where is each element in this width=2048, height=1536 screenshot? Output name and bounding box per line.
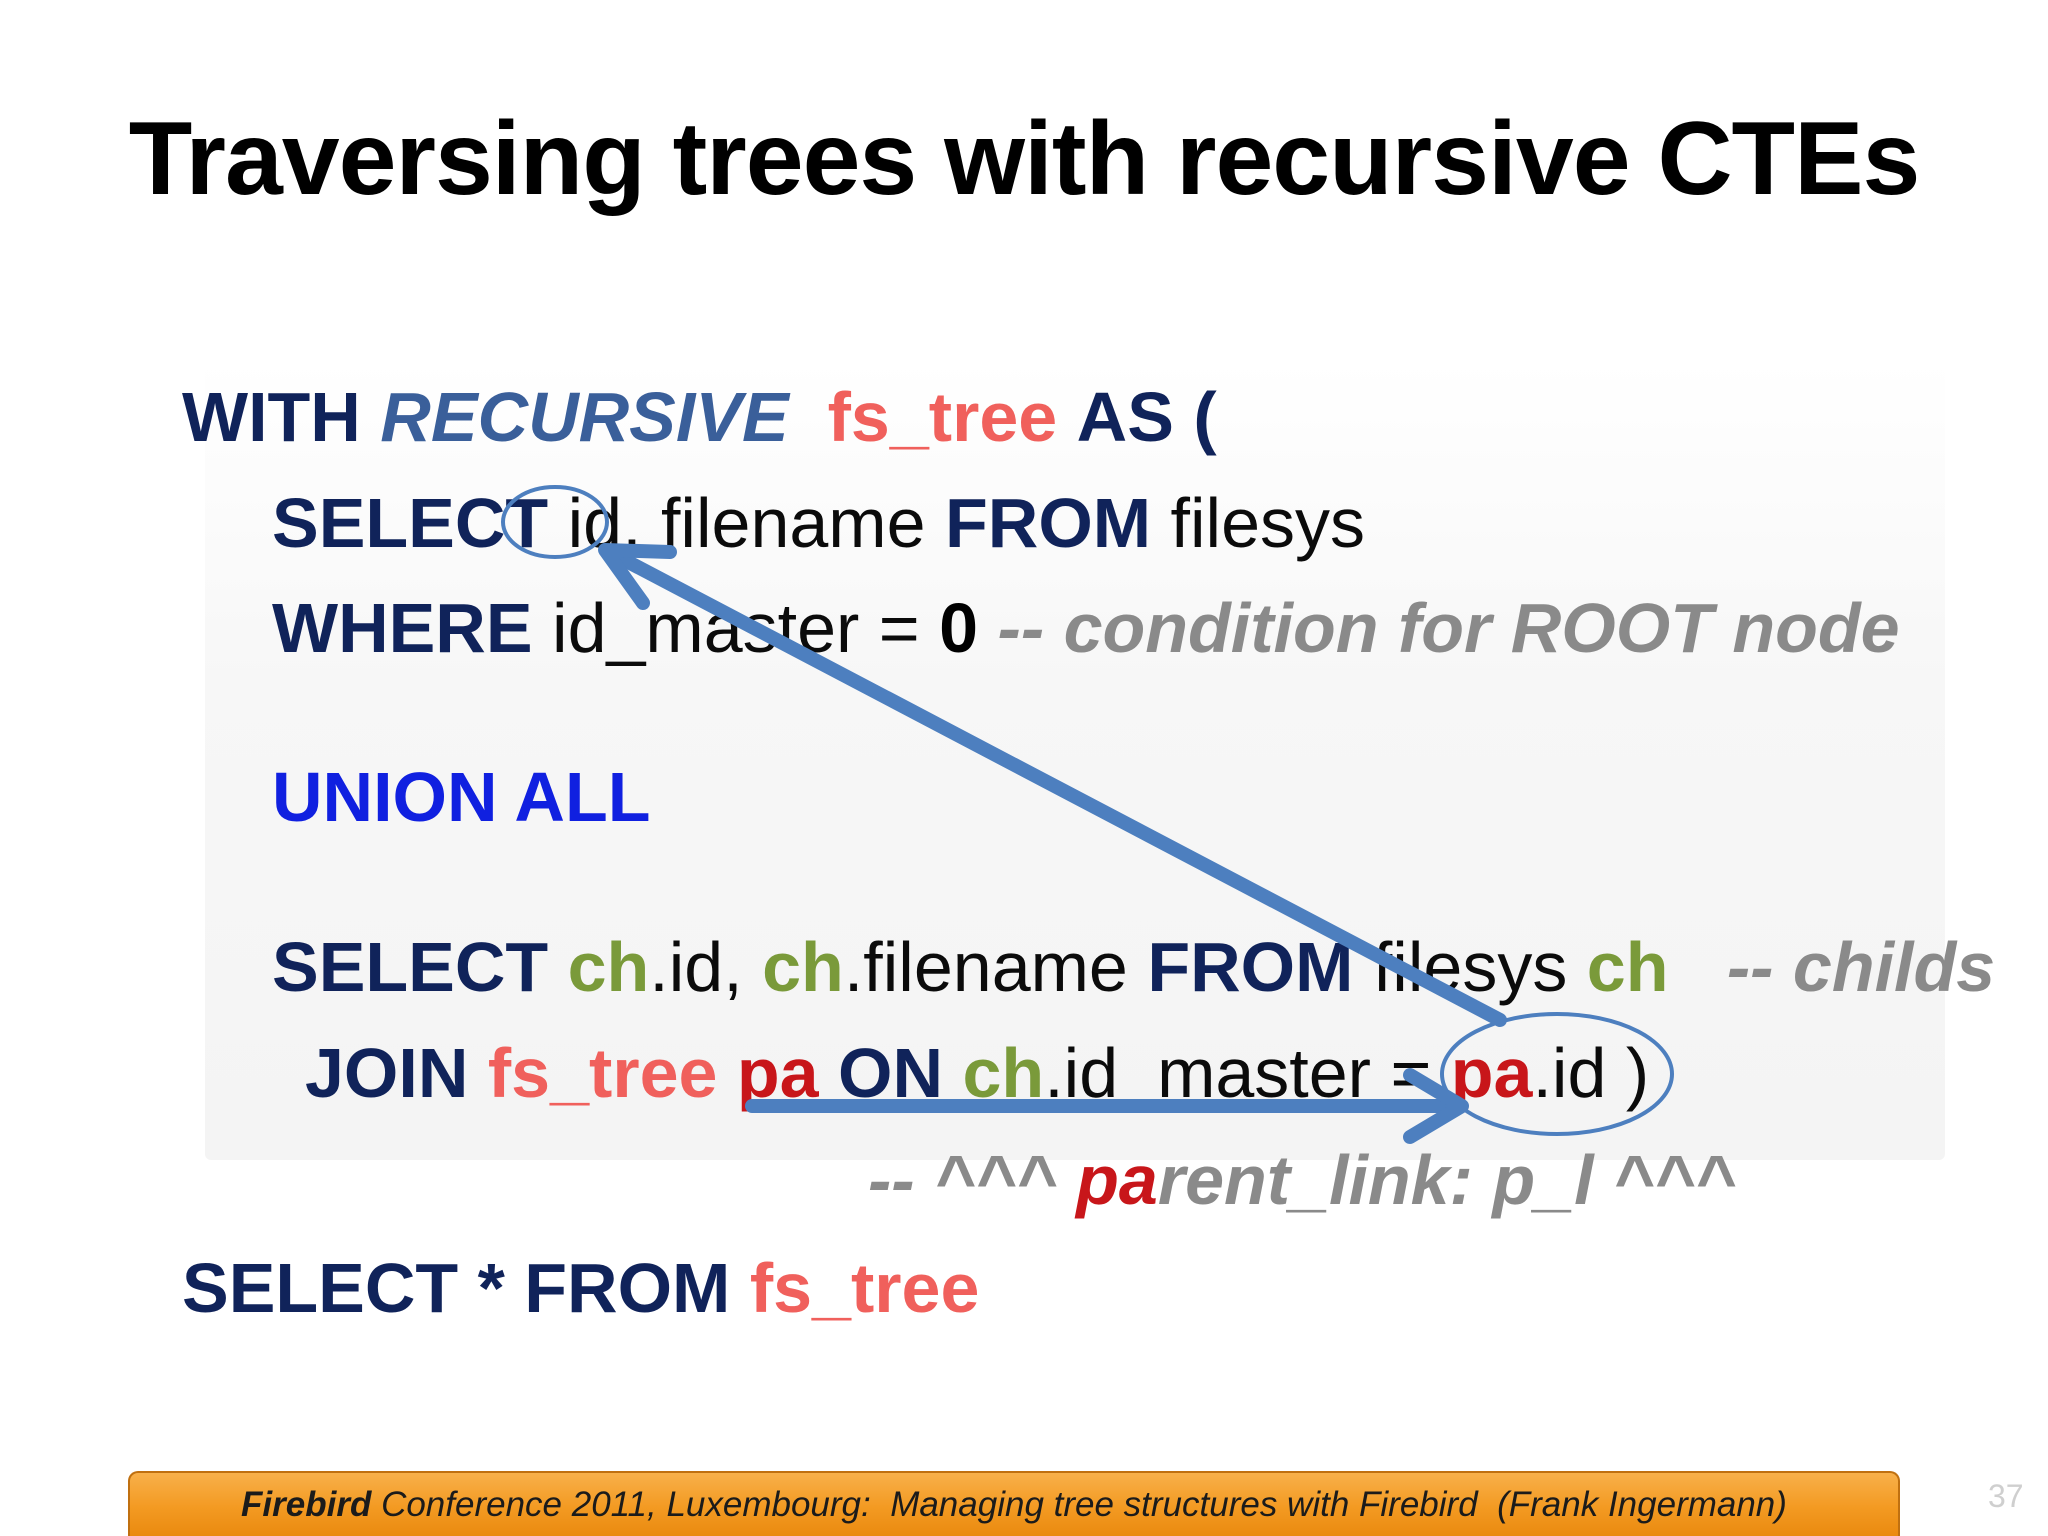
root-value: 0 <box>939 589 979 667</box>
kw-union-all: UNION ALL <box>272 758 651 836</box>
code-line-recursive-select: SELECT ch.id, ch.filename FROM filesys c… <box>272 932 1995 1002</box>
alias-ch: ch <box>1586 928 1669 1006</box>
kw-recursive: RECURSIVE <box>380 378 789 456</box>
code-line-where: WHERE id_master = 0 -- condition for ROO… <box>272 593 1900 663</box>
code-text: filesys <box>1353 928 1587 1006</box>
kw-where: WHERE <box>272 589 533 667</box>
alias-ch: ch <box>567 928 650 1006</box>
kw-select: SELECT <box>182 1249 459 1327</box>
alias-pa: pa <box>736 1034 819 1112</box>
comment-prefix: -- ^^^ <box>868 1141 1077 1219</box>
kw-from: FROM <box>524 1249 731 1327</box>
code-line-union: UNION ALL <box>272 762 650 832</box>
alias-pa: pa <box>1450 1034 1533 1112</box>
kw-on: ON <box>838 1034 944 1112</box>
root-comment: -- condition for ROOT node <box>978 589 1900 667</box>
table-name: filesys <box>1151 484 1366 562</box>
kw-select: SELECT <box>272 484 549 562</box>
kw-from: FROM <box>1147 928 1354 1006</box>
alias-pa: pa <box>1076 1141 1158 1219</box>
kw-join: JOIN <box>305 1034 469 1112</box>
footer-brand: Firebird <box>241 1484 372 1524</box>
code-line-final-select: SELECT * FROM fs_tree <box>182 1253 979 1323</box>
star: * <box>458 1249 525 1327</box>
code-line-with: WITH RECURSIVE fs_tree AS ( <box>182 382 1217 452</box>
code-text: .id_master = <box>1044 1034 1451 1112</box>
code-line-join: JOIN fs_tree pa ON ch.id_master = pa.id … <box>305 1038 1649 1108</box>
anchor-columns: id, filename <box>548 484 946 562</box>
cte-name: fs_tree <box>487 1034 718 1112</box>
alias-ch: ch <box>962 1034 1045 1112</box>
code-line-anchor-select: SELECT id, filename FROM filesys <box>272 488 1365 558</box>
kw-from: FROM <box>945 484 1152 562</box>
code-text: .id ) <box>1532 1034 1650 1112</box>
footer-text: Conference 2011, Luxembourg: Managing tr… <box>371 1484 1787 1524</box>
page-number: 37 <box>1988 1478 2024 1514</box>
footer-bar: Firebird Conference 2011, Luxembourg: Ma… <box>128 1471 1900 1536</box>
cte-name: fs_tree <box>749 1249 980 1327</box>
slide-title: Traversing trees with recursive CTEs <box>128 101 1921 217</box>
code-text: .filename <box>843 928 1148 1006</box>
cte-name: fs_tree <box>827 378 1058 456</box>
kw-select: SELECT <box>272 928 549 1006</box>
where-condition: id_master = <box>532 589 940 667</box>
alias-ch: ch <box>762 928 844 1006</box>
comment-suffix: rent_link: p_l ^^^ <box>1157 1141 1736 1219</box>
kw-as: AS ( <box>1076 378 1217 456</box>
code-line-parent-link-comment: -- ^^^ parent_link: p_l ^^^ <box>868 1145 1736 1215</box>
childs-comment: -- childs <box>1726 928 1996 1006</box>
code-text: .id, <box>649 928 763 1006</box>
kw-with: WITH <box>182 378 361 456</box>
